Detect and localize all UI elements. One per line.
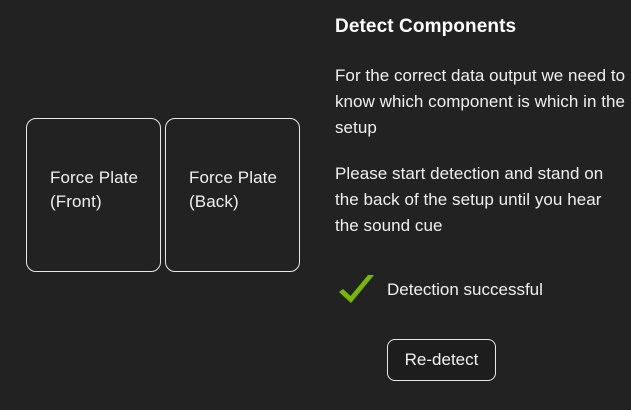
detection-status: Detection successful (335, 272, 543, 308)
instruction-panel: Detect Components For the correct data o… (335, 14, 625, 235)
force-plate-back-label: Force Plate (Back) (189, 168, 278, 211)
force-plate-diagram: Force Plate (Front) Force Plate (Back) (26, 118, 300, 272)
force-plate-back[interactable]: Force Plate (Back) (165, 118, 300, 272)
status-badge: Detection successful (387, 280, 543, 299)
redetect-button[interactable]: Re-detect (387, 339, 496, 381)
instruction-paragraph-1: For the correct data output we need to k… (335, 66, 626, 137)
force-plate-front[interactable]: Force Plate (Front) (26, 118, 161, 272)
force-plate-front-label: Force Plate (Front) (50, 168, 139, 211)
page-title: Detect Components (335, 16, 517, 37)
check-mark-icon (339, 275, 374, 303)
instruction-paragraph-2: Please start detection and stand on the … (335, 164, 604, 235)
